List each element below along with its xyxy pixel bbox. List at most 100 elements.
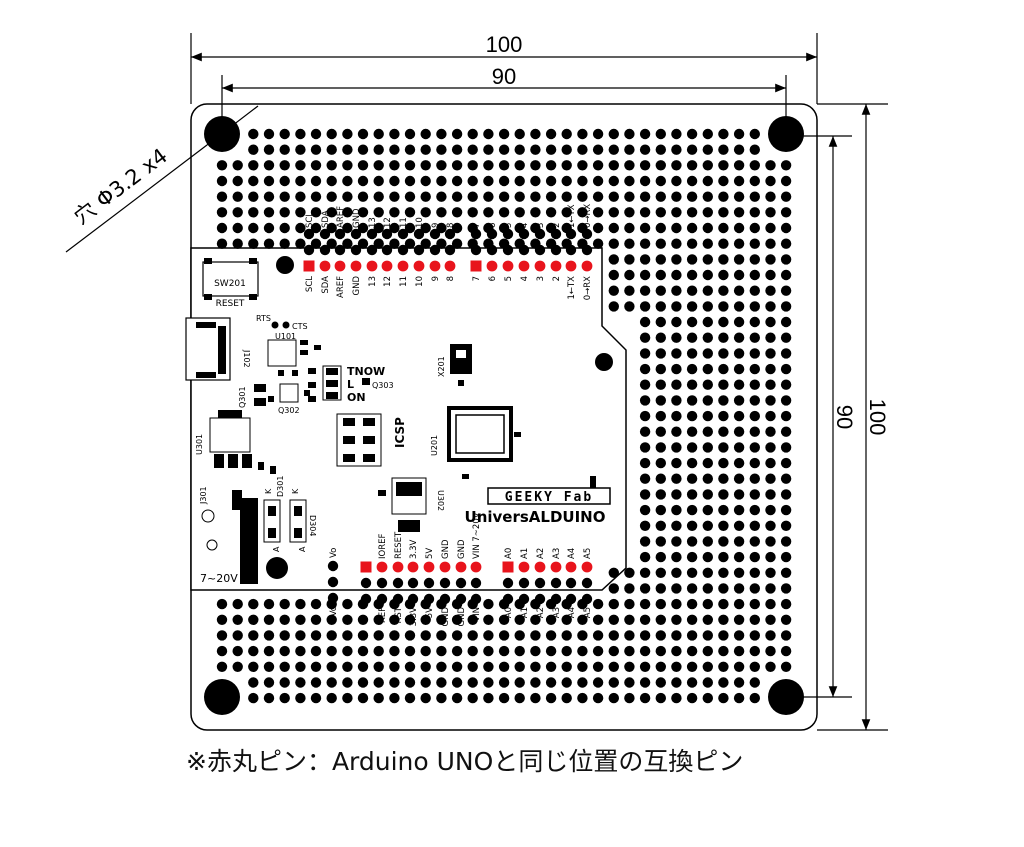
perf-hole [577, 207, 588, 218]
perf-hole [655, 410, 666, 422]
perf-hole [655, 379, 666, 390]
perf-hole [655, 504, 666, 516]
perf-hole [295, 614, 306, 625]
perf-hole [749, 630, 760, 641]
perf-hole [404, 128, 416, 140]
perf-hole [310, 222, 322, 234]
header-pin [550, 244, 562, 256]
perf-hole [702, 551, 713, 563]
perf-hole [655, 254, 666, 265]
perf-hole [577, 191, 588, 202]
perf-hole [718, 520, 729, 531]
hole-height-label: 90 [832, 405, 857, 429]
perf-hole [263, 191, 275, 202]
perf-hole [232, 598, 243, 610]
perf-hole [655, 222, 666, 234]
perf-hole [530, 661, 541, 672]
perf-hole [639, 254, 651, 265]
outer-width-label: 100 [486, 32, 523, 57]
header-pin [303, 244, 315, 256]
perf-hole [733, 598, 745, 610]
perf-hole [263, 692, 275, 704]
perf-hole [248, 630, 259, 641]
pin-label: A0 [504, 548, 514, 559]
perf-hole [310, 144, 322, 155]
u301-regulator [209, 417, 251, 453]
perf-hole [718, 536, 729, 547]
pin-label: 10 [415, 276, 425, 287]
perf-hole [279, 207, 290, 218]
perf-hole [655, 269, 666, 281]
perf-hole [514, 645, 525, 657]
perf-hole [780, 238, 792, 249]
perf-hole [718, 489, 729, 500]
perf-hole [765, 504, 776, 516]
header-pin [439, 593, 451, 605]
perf-hole [592, 144, 604, 155]
perf-hole [686, 410, 698, 422]
perf-hole [373, 207, 384, 218]
perf-hole [639, 301, 651, 312]
perf-hole [530, 207, 541, 218]
compat-pin [381, 260, 393, 272]
perf-hole [530, 191, 541, 202]
perf-hole [639, 692, 651, 704]
perf-hole [404, 144, 416, 155]
perf-hole [608, 614, 619, 625]
perf-hole [326, 144, 337, 155]
compat-pin [350, 260, 362, 272]
perf-hole [733, 426, 745, 437]
perf-hole [592, 238, 604, 249]
perf-hole [248, 645, 259, 657]
header-pin [423, 593, 435, 605]
led-label-l: L [347, 378, 354, 391]
perf-hole [279, 175, 290, 187]
perf-hole [545, 175, 557, 187]
perf-hole [467, 677, 478, 688]
perf-hole [279, 677, 290, 688]
perf-hole [592, 222, 604, 234]
perf-hole [780, 473, 792, 484]
perf-hole [263, 128, 275, 140]
perf-hole [686, 661, 698, 672]
perf-hole [608, 630, 619, 641]
perf-hole [310, 614, 322, 625]
perf-hole [608, 254, 619, 265]
perf-hole [530, 630, 541, 641]
perf-hole [624, 614, 635, 625]
perf-hole [608, 191, 619, 202]
perf-hole [436, 128, 447, 140]
perf-hole [545, 128, 557, 140]
svg-text:D301: D301 [276, 476, 285, 497]
pin-label: 9 [431, 223, 441, 228]
perf-hole [498, 692, 510, 704]
perf-hole [718, 645, 729, 657]
perf-hole [780, 379, 792, 390]
perf-hole [749, 128, 760, 140]
perf-hole [686, 395, 698, 406]
perf-hole [357, 692, 369, 704]
perf-hole [686, 191, 698, 202]
perf-hole [671, 473, 682, 484]
perf-hole [342, 661, 353, 672]
header-pin [319, 244, 331, 256]
header-pin [360, 577, 372, 589]
perf-hole [733, 473, 745, 484]
perf-hole [686, 677, 698, 688]
perf-hole [483, 191, 494, 202]
perf-hole [639, 504, 651, 516]
header-pin [381, 228, 393, 240]
perf-hole [686, 473, 698, 484]
perf-hole [765, 238, 776, 249]
perf-hole [514, 692, 525, 704]
perf-hole [545, 191, 557, 202]
perf-hole [780, 222, 792, 234]
brand-text: GEEKY Fab [505, 490, 593, 505]
header-pin [550, 577, 562, 589]
header-pin [534, 228, 546, 240]
perf-hole [718, 395, 729, 406]
perf-hole [216, 645, 228, 657]
perf-hole [592, 692, 604, 704]
svg-text:K: K [291, 488, 300, 494]
perf-hole [592, 630, 604, 641]
